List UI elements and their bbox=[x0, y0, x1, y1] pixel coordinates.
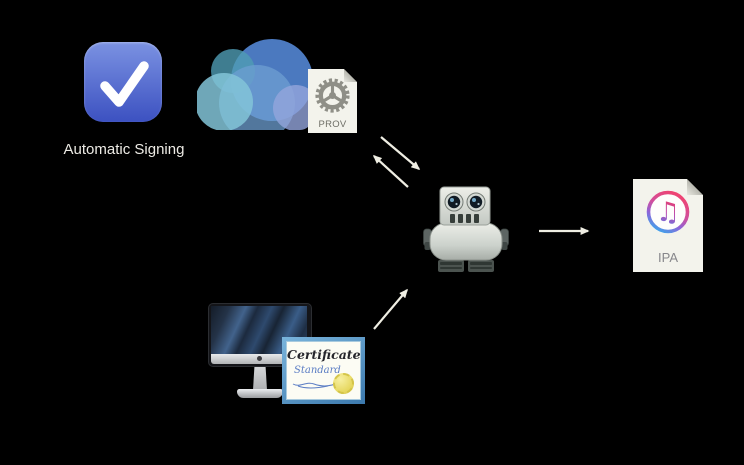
checkmark-glyph bbox=[100, 61, 149, 107]
automatic-signing-label: Automatic Signing bbox=[63, 141, 185, 158]
rosette-seal-icon bbox=[333, 373, 354, 394]
robot-vents bbox=[450, 214, 479, 223]
certificate-paper: Certificate Standard bbox=[286, 341, 361, 400]
ipa-file-label: IPA bbox=[658, 250, 678, 265]
cloud-lobe bbox=[273, 85, 312, 130]
prov-file-label: PROV bbox=[318, 119, 347, 130]
certificate-title: Certificate bbox=[287, 347, 361, 362]
robot-eyes bbox=[444, 192, 486, 212]
robot-arms bbox=[423, 228, 509, 250]
arrow-mac-to-robot bbox=[373, 288, 408, 330]
arrow-robot-to-cloud bbox=[372, 154, 409, 188]
certificate-icon: Certificate Standard bbox=[282, 337, 365, 404]
music-note-icon: ♫ bbox=[656, 197, 680, 228]
gear-icon bbox=[312, 75, 353, 116]
imac-stand-base bbox=[237, 389, 283, 398]
automator-robot-icon bbox=[423, 184, 509, 274]
icloud-cloud-icon bbox=[197, 37, 312, 130]
arrow-cloud-to-robot bbox=[380, 136, 421, 170]
robot-body bbox=[429, 222, 503, 261]
certificate-subtitle: Standard bbox=[294, 365, 341, 376]
apple-logo-icon bbox=[257, 356, 262, 361]
imac-stand-neck bbox=[253, 367, 267, 390]
flourish-icon bbox=[292, 381, 341, 389]
provisioning-profile-file: PROV bbox=[308, 69, 357, 133]
cloud-lobe bbox=[197, 73, 253, 130]
checkmark-icon bbox=[84, 42, 162, 122]
itunes-icon: ♫ bbox=[644, 188, 692, 236]
ipa-file: ♫ IPA bbox=[633, 179, 703, 272]
imac-icon bbox=[208, 303, 312, 398]
